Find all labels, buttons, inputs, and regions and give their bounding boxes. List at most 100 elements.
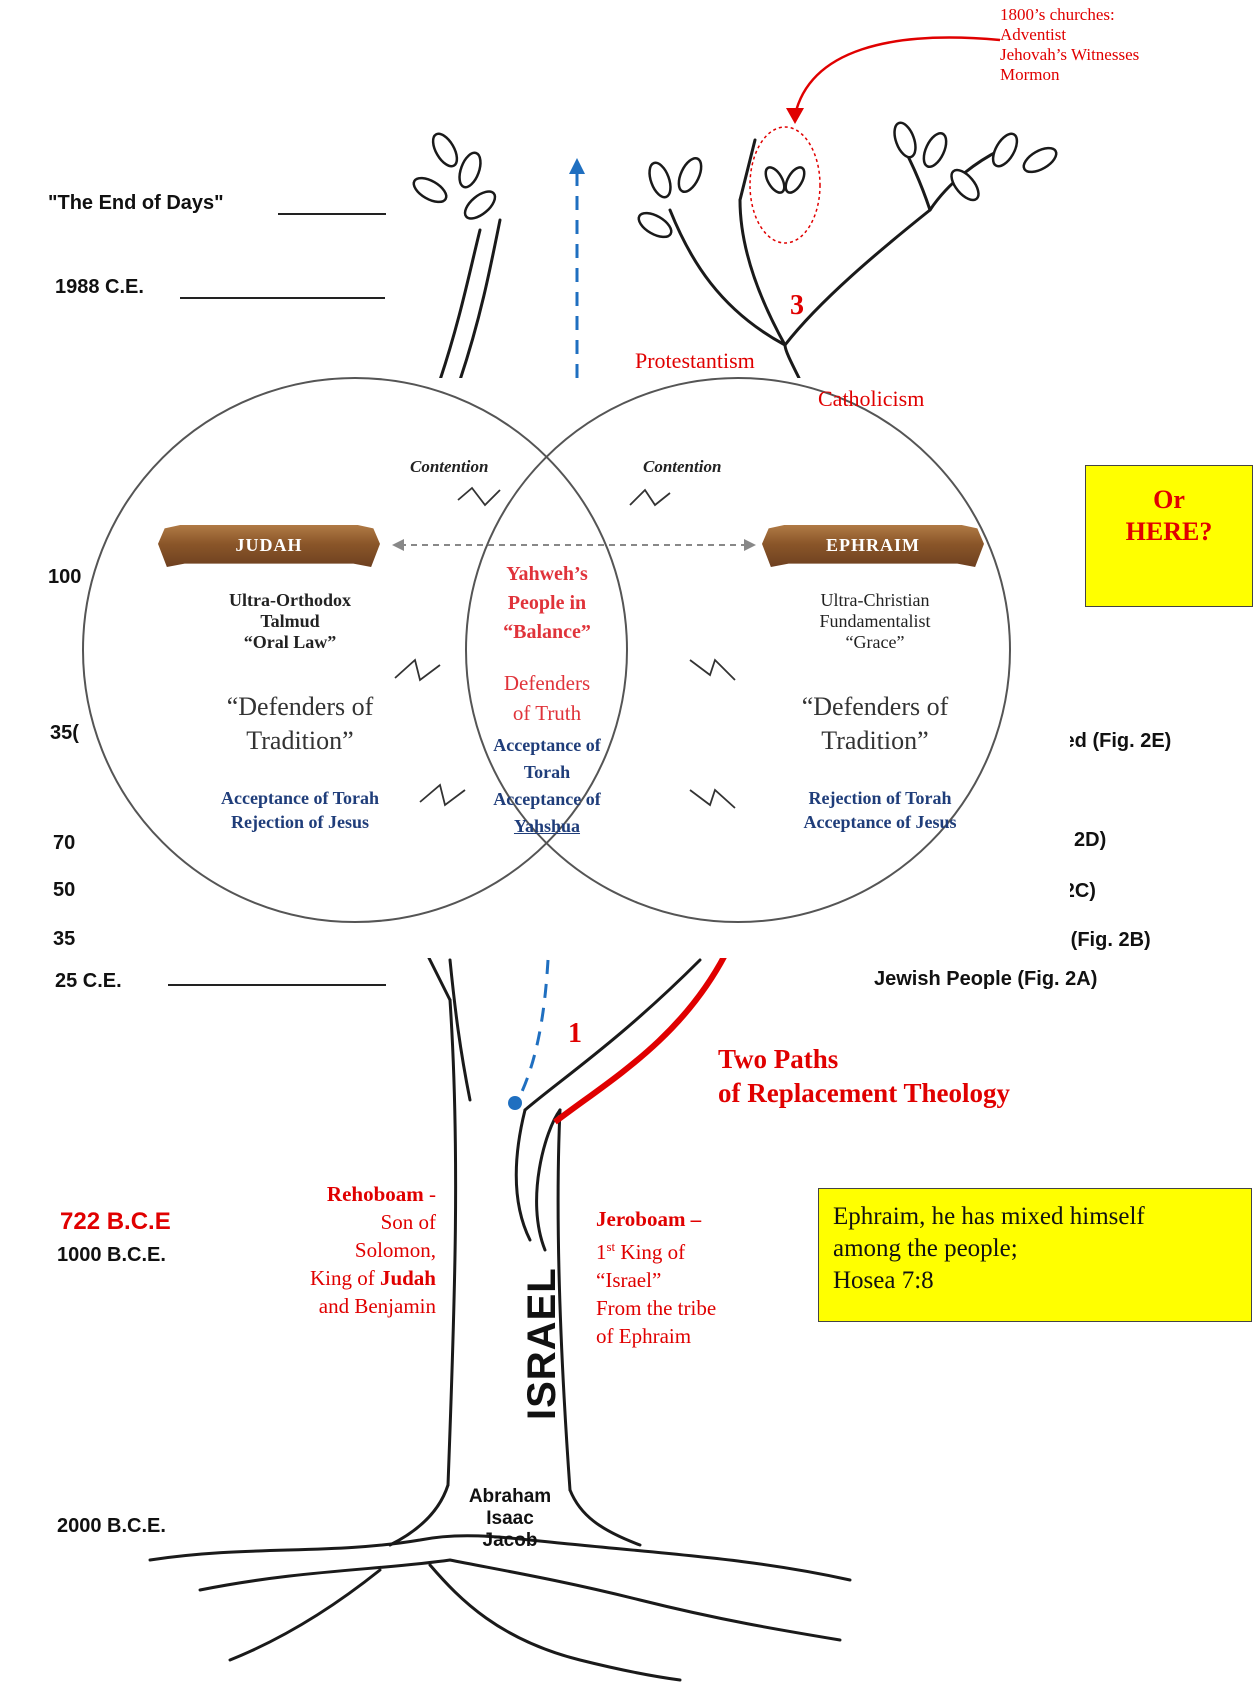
left-contention-label: Contention [410, 457, 489, 476]
judah-acceptance: Acceptance of Torah Rejection of Jesus [170, 786, 430, 834]
hosea-quote-box: Ephraim, he has mixed himself among the … [818, 1188, 1252, 1322]
jeroboam-sup: st [606, 1239, 616, 1254]
or-here-box: Or HERE? [1085, 465, 1253, 607]
rehoboam-line: Son of [380, 1210, 436, 1234]
ephraim-defenders-line: Tradition” [821, 726, 929, 755]
jeroboam-line: of Ephraim [596, 1324, 692, 1348]
hosea-line: Ephraim, he has mixed himself [833, 1203, 1145, 1230]
center-heading: Yahweh’s People in “Balance” [482, 560, 612, 647]
fragment-fig-2d: 2D) [1074, 829, 1107, 851]
churches-line: 1800’s churches: [1000, 5, 1115, 24]
judah-description: Ultra-Orthodox Talmud “Oral Law” [175, 590, 405, 653]
churches-1800s-note: 1800’s churches: Adventist Jehovah’s Wit… [1000, 5, 1139, 85]
ephraim-acceptance: Rejection of Torah Acceptance of Jesus [750, 786, 1010, 834]
rehoboam-judah: Judah [379, 1266, 436, 1290]
fragment-fig-2e: ized (Fig. 2E) [1048, 730, 1172, 752]
protestantism-label: Protestantism [635, 348, 755, 373]
rehoboam-title: Rehoboam - [258, 1180, 436, 1208]
center-heading-line: Yahweh’s [506, 563, 588, 585]
hosea-line: Hosea 7:8 [833, 1267, 934, 1294]
marker-3: 3 [790, 290, 804, 321]
center-acceptance: Acceptance of Torah Acceptance of Yahshu… [472, 732, 622, 840]
ephraim-line: Fundamentalist [819, 611, 931, 631]
or-here-line: HERE? [1125, 517, 1213, 546]
timeline-label-350: 35( [50, 722, 79, 744]
judah-line: Talmud [260, 611, 320, 631]
judah-defenders: “Defenders of Tradition” [160, 690, 440, 758]
or-here-line: Or [1153, 485, 1185, 514]
timeline-label-end-of-days: "The End of Days" [48, 192, 224, 214]
timeline-tick [278, 213, 386, 215]
timeline-label-1988: 1988 C.E. [55, 276, 144, 298]
judah-line: Ultra-Orthodox [229, 590, 351, 610]
timeline-label-100: 100 [48, 566, 82, 588]
ephraim-line: “Grace” [845, 632, 905, 652]
ephraim-defenders: “Defenders of Tradition” [735, 690, 1015, 758]
center-heading-line: People in [507, 592, 587, 614]
center-defenders-line: of Truth [512, 701, 582, 725]
patriarch-line: Abraham [468, 1486, 552, 1507]
center-heading-line: “Balance” [503, 621, 591, 643]
judah-banner: JUDAH [158, 525, 380, 567]
rehoboam-king-line: King of Judah [258, 1264, 436, 1292]
ephraim-acceptance-line: Rejection of Torah [808, 788, 952, 808]
churches-line: Mormon [1000, 65, 1060, 84]
churches-line: Adventist [1000, 25, 1067, 44]
two-paths-line: Two Paths [718, 1044, 839, 1074]
center-acceptance-line: Acceptance of [493, 789, 601, 809]
right-contention-label: Contention [643, 457, 722, 476]
patriarch-line: Jacob [482, 1530, 538, 1551]
judah-defenders-line: “Defenders of [226, 692, 374, 721]
center-yahshua: Yahshua [513, 816, 581, 836]
judah-acceptance-line: Acceptance of Torah [221, 788, 379, 808]
fragment-fig-2b: s (Fig. 2B) [1054, 929, 1151, 951]
rehoboam-name: Rehoboam [326, 1182, 424, 1206]
venn-background [88, 378, 1070, 958]
israel-trunk-label: ISRAEL [520, 1267, 564, 1420]
jeroboam-first-king: 1st King of [596, 1233, 796, 1266]
catholicism-label: Catholicism [818, 386, 925, 411]
jeroboam-title: Jeroboam – [596, 1207, 702, 1231]
hosea-line: among the people; [833, 1235, 1018, 1262]
rehoboam-dash: - [423, 1182, 436, 1206]
timeline-label-70: 70 [53, 832, 76, 854]
jeroboam-king: King of [615, 1240, 686, 1264]
rehoboam-king-of: King of [309, 1266, 380, 1290]
rehoboam-note: Rehoboam - Son of Solomon, King of Judah… [258, 1180, 436, 1320]
patriarch-line: Isaac [486, 1508, 534, 1529]
judah-acceptance-line: Rejection of Jesus [231, 812, 369, 832]
judah-defenders-line: Tradition” [246, 726, 354, 755]
rehoboam-line: and Benjamin [318, 1294, 436, 1318]
churches-line: Jehovah’s Witnesses [1000, 45, 1140, 64]
rehoboam-line: Solomon, [354, 1238, 436, 1262]
ephraim-defenders-line: “Defenders of [801, 692, 949, 721]
timeline-label-1000bce: 1000 B.C.E. [57, 1244, 166, 1266]
center-acceptance-line: Acceptance of [493, 735, 601, 755]
two-paths-label: Two Paths of Replacement Theology [718, 1042, 1010, 1110]
judah-line: “Oral Law” [243, 632, 337, 652]
center-defenders: Defenders of Truth [482, 668, 612, 728]
timeline-label-25ce: 25 C.E. [55, 970, 122, 992]
ephraim-acceptance-line: Acceptance of Jesus [803, 812, 957, 832]
marker-1: 1 [568, 1018, 582, 1049]
timeline-tick [168, 984, 386, 986]
two-paths-line: of Replacement Theology [718, 1078, 1010, 1108]
ephraim-line: Ultra-Christian [820, 590, 930, 610]
timeline-label-722bce: 722 B.C.E [60, 1208, 171, 1235]
timeline-label-35: 35 [53, 928, 76, 950]
jeroboam-line: “Israel” [596, 1268, 662, 1292]
jeroboam-first: 1 [596, 1240, 607, 1264]
center-defenders-line: Defenders [503, 671, 591, 695]
patriarchs-label: Abraham Isaac Jacob [450, 1486, 570, 1552]
fragment-fig-2a: Jewish People (Fig. 2A) [874, 968, 1098, 990]
jeroboam-note: Jeroboam – 1st King of “Israel” From the… [596, 1205, 796, 1350]
timeline-label-2000bce: 2000 B.C.E. [57, 1515, 166, 1537]
timeline-label-50: 50 [53, 879, 76, 901]
ephraim-description: Ultra-Christian Fundamentalist “Grace” [760, 590, 990, 653]
center-acceptance-line: Torah [523, 762, 571, 782]
jeroboam-line: From the tribe [596, 1296, 717, 1320]
ephraim-banner: EPHRAIM [762, 525, 984, 567]
timeline-tick [180, 297, 385, 299]
